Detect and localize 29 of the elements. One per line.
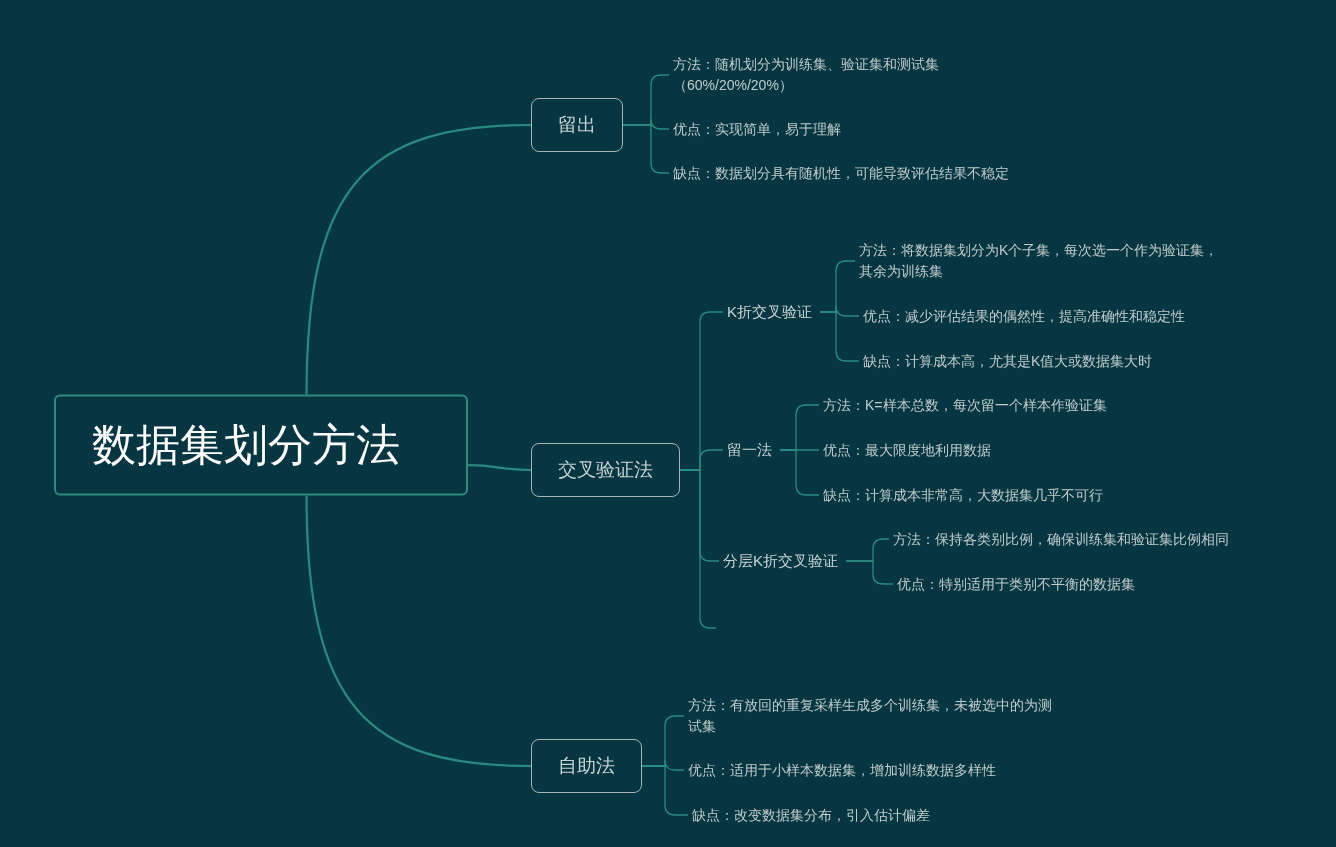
detail-text: 优点：特别适用于类别不平衡的数据集 bbox=[897, 573, 1135, 595]
detail-text: 缺点：改变数据集分布，引入估计偏差 bbox=[692, 804, 930, 826]
detail-text: 缺点：计算成本高，尤其是K值大或数据集大时 bbox=[863, 350, 1153, 372]
detail-text: 方法：随机划分为训练集、验证集和测试集（60%/20%/20%） bbox=[673, 54, 1053, 96]
detail-text: 方法：有放回的重复采样生成多个训练集，未被选中的为测试集 bbox=[688, 695, 1063, 737]
detail-text: 方法：将数据集划分为K个子集，每次选一个作为验证集，其余为训练集 bbox=[859, 240, 1229, 282]
detail-text: 优点：减少评估结果的偶然性，提高准确性和稳定性 bbox=[863, 305, 1185, 327]
topic-box: 留出 bbox=[531, 98, 623, 152]
detail-text: 方法：保持各类别比例，确保训练集和验证集比例相同 bbox=[893, 528, 1229, 550]
central-topic-box: 数据集划分方法 bbox=[54, 394, 468, 496]
subtopic-text: 留一法 bbox=[727, 440, 772, 460]
detail-text: 优点：最大限度地利用数据 bbox=[823, 439, 991, 461]
detail-text: 缺点：计算成本非常高，大数据集几乎不可行 bbox=[823, 484, 1103, 506]
connector-line bbox=[641, 765, 689, 816]
connector-line bbox=[845, 560, 894, 585]
detail-text: 方法：K=样本总数，每次留一个样本作验证集 bbox=[823, 394, 1107, 416]
subtopic-text: K折交叉验证 bbox=[727, 302, 812, 322]
detail-text: 优点：实现简单，易于理解 bbox=[673, 118, 841, 140]
connector-line bbox=[305, 495, 532, 768]
connector-line bbox=[779, 449, 820, 496]
topic-box: 自助法 bbox=[531, 739, 642, 793]
connector-line bbox=[819, 311, 860, 362]
connector-line bbox=[468, 464, 531, 472]
subtopic-text: 分层K折交叉验证 bbox=[723, 551, 838, 571]
detail-text: 缺点：数据划分具有随机性，可能导致评估结果不稳定 bbox=[673, 162, 1009, 184]
detail-text: 优点：适用于小样本数据集，增加训练数据多样性 bbox=[688, 759, 996, 781]
topic-box: 交叉验证法 bbox=[531, 443, 680, 497]
connector-line bbox=[622, 124, 670, 174]
connector-line bbox=[305, 123, 532, 395]
